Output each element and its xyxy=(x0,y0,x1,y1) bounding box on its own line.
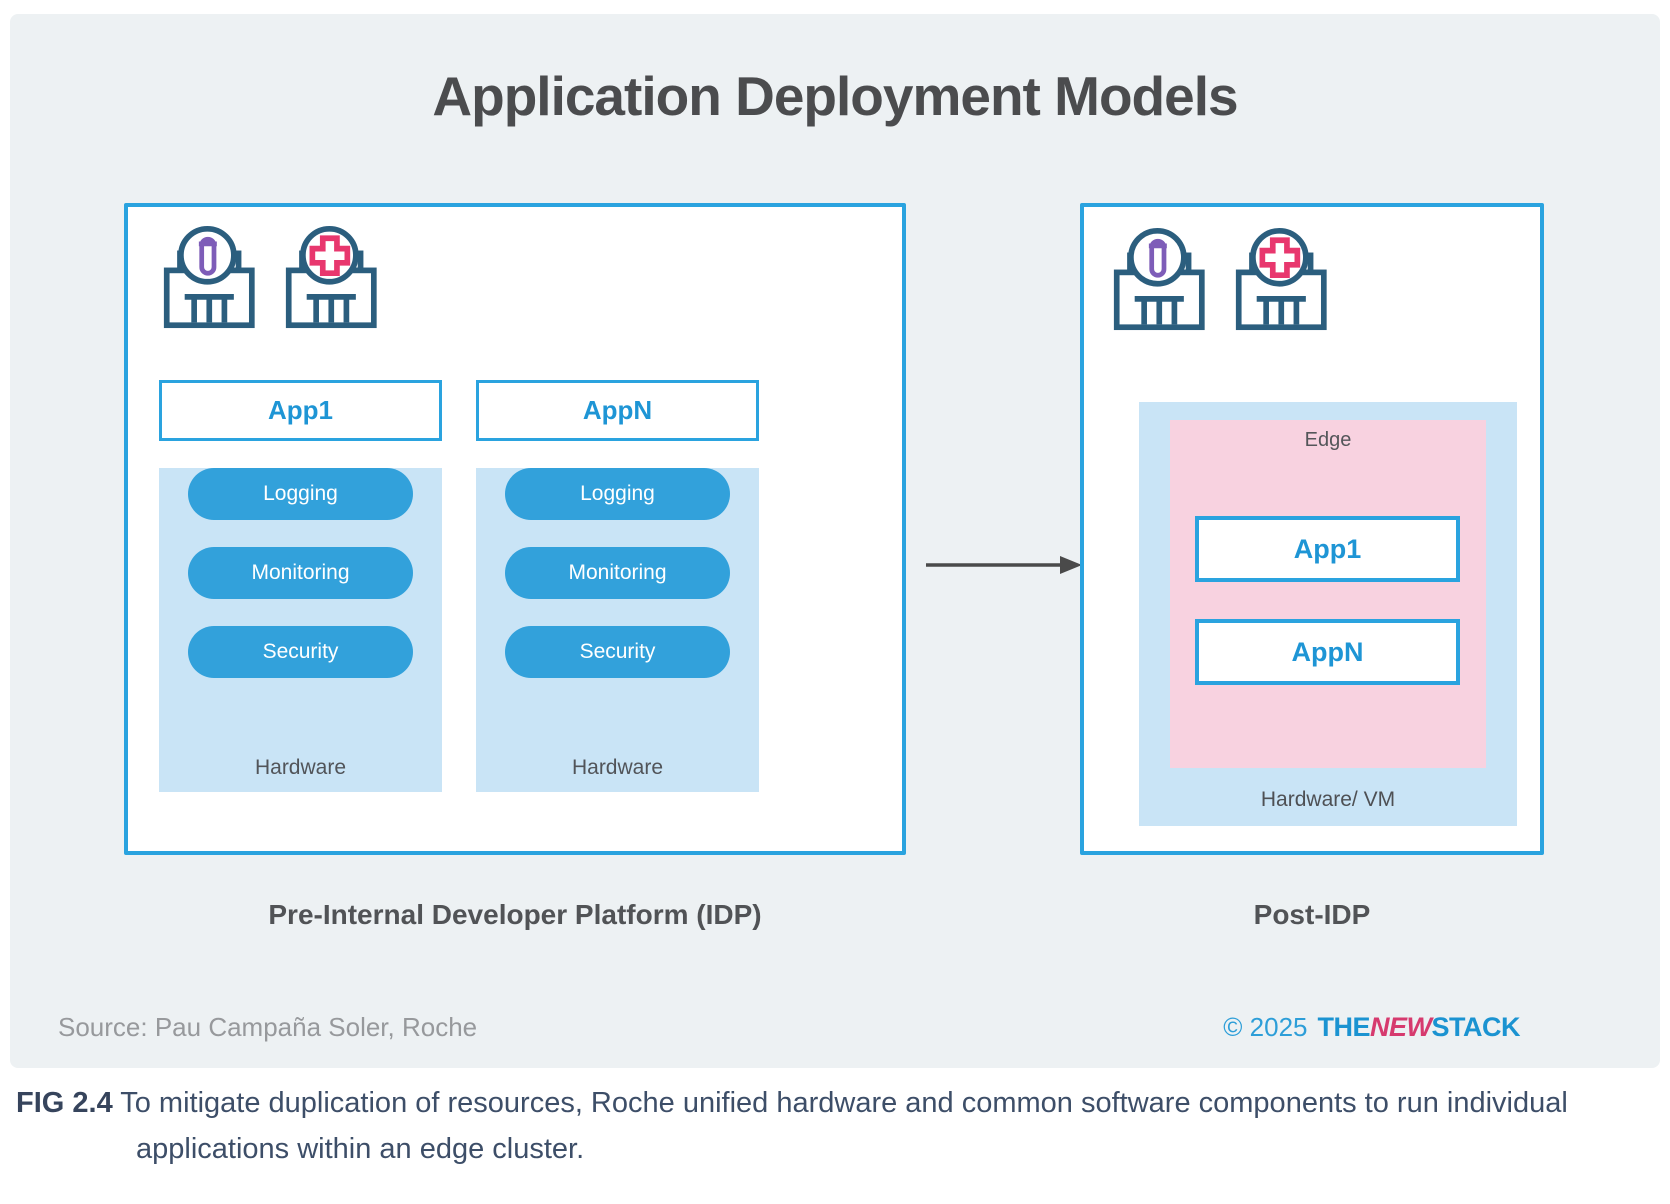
hardware-vm-label: Hardware/ VM xyxy=(1260,788,1396,811)
copyright: © 2025 THENEWSTACK xyxy=(1223,1012,1520,1043)
brand-new: NEW xyxy=(1370,1012,1432,1042)
security-pill: Security xyxy=(188,626,413,678)
appn-stack: AppN Logging Monitoring Security Hardwar… xyxy=(476,380,759,792)
shared-services-panel: Logging Monitoring Security Hardware xyxy=(476,468,759,792)
hardware-vm-panel: Edge App1 AppN Hardware/ VM xyxy=(1139,402,1517,826)
brand-stack: STACK xyxy=(1431,1012,1521,1042)
figure-caption: FIG 2.4 To mitigate duplication of resou… xyxy=(16,1080,1656,1173)
lab-building-icon xyxy=(163,225,255,329)
app-box: AppN xyxy=(476,380,759,441)
post-idp-box: Edge App1 AppN Hardware/ VM xyxy=(1080,203,1544,855)
edge-cluster-box: Edge App1 AppN xyxy=(1170,420,1486,768)
test-tube-icon xyxy=(198,236,217,276)
hospital-building-icon xyxy=(285,225,377,329)
brand-the: THE xyxy=(1317,1012,1371,1042)
medical-cross-icon xyxy=(1259,237,1301,279)
hardware-label: Hardware xyxy=(254,756,347,779)
hardware-label: Hardware xyxy=(571,756,664,779)
thenewstack-logo: THENEWSTACK xyxy=(1318,1012,1521,1043)
building-icons-right xyxy=(1108,227,1342,331)
post-idp-label: Post-IDP xyxy=(1253,899,1371,930)
figure-panel: Application Deployment Models xyxy=(10,14,1660,1068)
shared-services-panel: Logging Monitoring Security Hardware xyxy=(159,468,442,792)
monitoring-pill: Monitoring xyxy=(505,547,730,599)
app1-stack: App1 Logging Monitoring Security Hardwar… xyxy=(159,380,442,792)
caption-text: To mitigate duplication of resources, Ro… xyxy=(120,1087,1568,1166)
pre-idp-box: App1 Logging Monitoring Security Hardwar… xyxy=(124,203,906,855)
edge-label: Edge xyxy=(1304,429,1352,451)
figure-title: Application Deployment Models xyxy=(432,65,1238,127)
building-icons-left xyxy=(158,225,392,329)
monitoring-pill: Monitoring xyxy=(188,547,413,599)
security-pill: Security xyxy=(505,626,730,678)
app-box: App1 xyxy=(1195,516,1460,582)
hospital-building-icon xyxy=(1235,227,1327,331)
right-arrow-icon xyxy=(926,556,1082,574)
test-tube-icon xyxy=(1148,238,1167,278)
logging-pill: Logging xyxy=(188,468,413,520)
pre-idp-label: Pre-Internal Developer Platform (IDP) xyxy=(268,899,762,930)
source-text: Source: Pau Campaña Soler, Roche xyxy=(58,1012,478,1042)
app-box: AppN xyxy=(1195,619,1460,685)
medical-cross-icon xyxy=(309,235,351,277)
logging-pill: Logging xyxy=(505,468,730,520)
lab-building-icon xyxy=(1113,227,1205,331)
copyright-year: © 2025 xyxy=(1223,1012,1308,1042)
app-box: App1 xyxy=(159,380,442,441)
fig-number: FIG 2.4 xyxy=(16,1087,113,1119)
